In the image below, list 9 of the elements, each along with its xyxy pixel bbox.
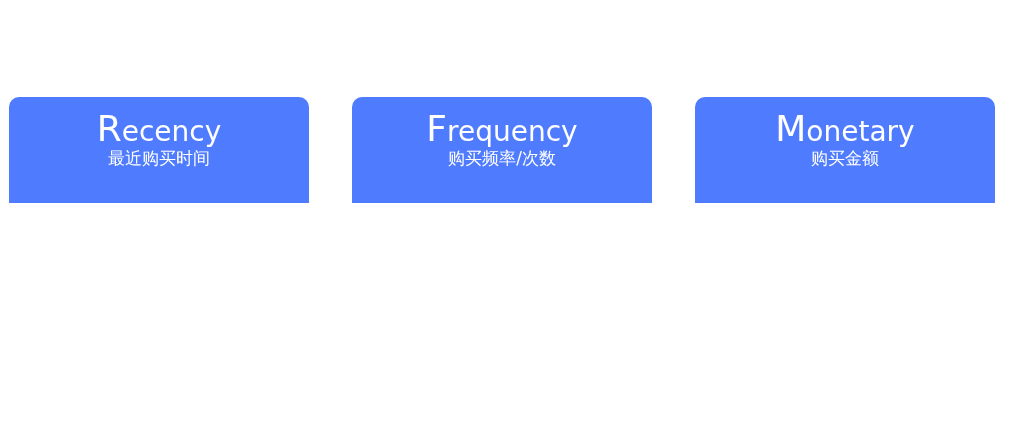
category-card	[695, 97, 995, 203]
subheading-text: 购买金额	[811, 148, 879, 168]
subheading-text: 购买频率/次数	[448, 148, 556, 168]
category-card	[9, 97, 309, 203]
subheading-text: 最近购买时间	[108, 148, 210, 168]
heading-text: Frequency	[426, 113, 578, 148]
heading-text: Monetary	[775, 113, 915, 148]
heading-text: Recency	[96, 113, 222, 148]
category-card	[352, 97, 652, 203]
